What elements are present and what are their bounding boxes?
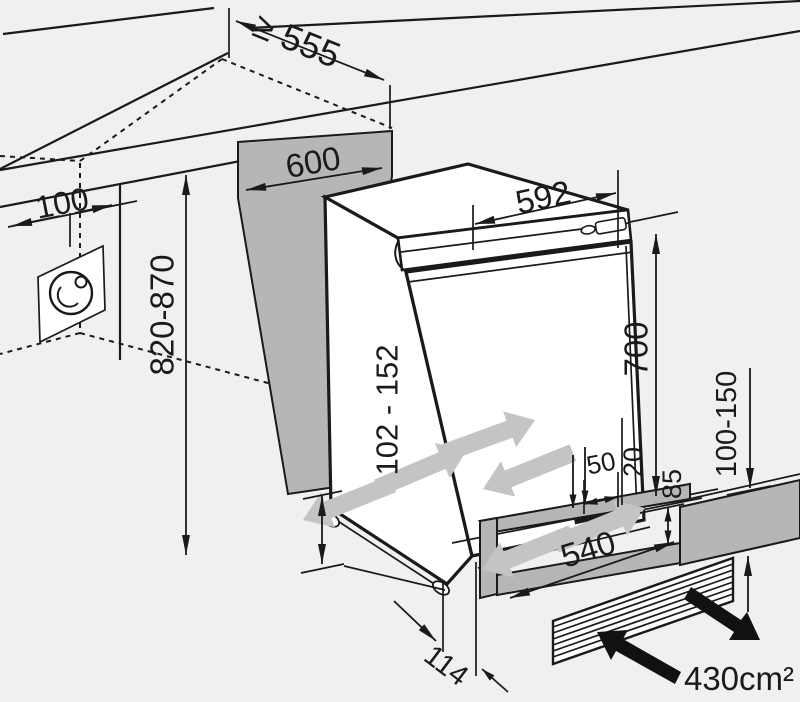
floor-wall-line: [451, 518, 575, 544]
floor-edge: [343, 565, 446, 591]
dim-niche-depth: [235, 20, 385, 81]
vent-area-label: 430cm²: [684, 660, 794, 697]
door-edge-gap: [625, 245, 638, 513]
counter-front-top-edge: [0, 29, 800, 172]
air-in-arrow: [597, 630, 681, 684]
rear-offset-label: 50: [584, 446, 618, 481]
niche-depth-label: ≥ 555: [248, 4, 347, 76]
dim-appliance-width: [474, 192, 617, 225]
base-edge: [326, 513, 446, 592]
rear-gap-label: 20: [618, 447, 648, 477]
counter-back-edge-right: [248, 0, 800, 30]
niche-height-label: 820-870: [144, 254, 181, 375]
dim-rear-offset: [583, 496, 619, 505]
dim-niche-width: [245, 167, 383, 191]
door-height-label: 700: [618, 321, 655, 376]
power-socket-icon: [37, 213, 106, 344]
handle-end-curl: [394, 239, 404, 270]
counter-side-edge: [0, 52, 229, 170]
dimensions: [7, 8, 772, 693]
air-out-arrow: [684, 587, 760, 640]
dim-base-depth: [393, 600, 437, 642]
dim-plinth-depth: [509, 541, 675, 599]
socket-offset-label: 100: [32, 180, 91, 226]
base-depth-label: 114: [418, 639, 474, 692]
appliance-foot: [431, 580, 451, 596]
counter-back-edge: [2, 6, 215, 36]
base-clearance-label: 102 - 152: [370, 345, 405, 476]
vent-recess-label: 85: [657, 469, 687, 499]
dim-socket-offset: [11, 215, 61, 227]
plinth-height-label: 100-150: [711, 371, 743, 477]
